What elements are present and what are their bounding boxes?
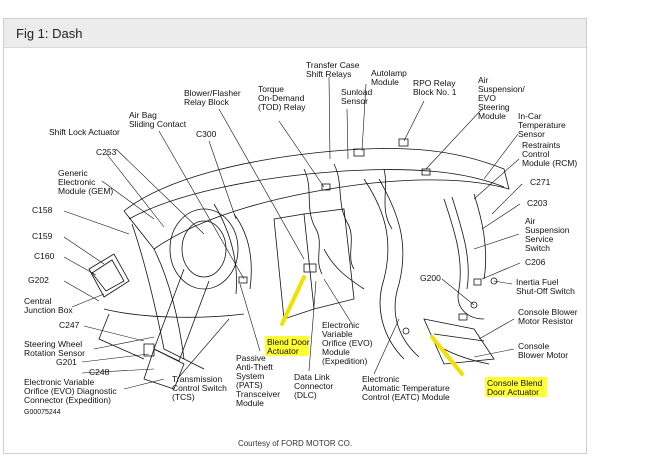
label-c158: C158 (32, 205, 53, 215)
label-c160: C160 (34, 251, 55, 261)
label-eatc: Electronic (362, 374, 400, 384)
label-restraints: Restraints (522, 140, 560, 150)
figure-code: G00075244 (24, 409, 61, 416)
label-torque: (TOD) Relay (258, 102, 306, 112)
label-rpo-relay: Block No. 1 (413, 87, 457, 97)
label-blower-motor: Console (518, 341, 549, 351)
label-central-junction-box: Central (24, 296, 52, 306)
label-blower-flasher: Relay Block (184, 97, 230, 107)
label-torque: Torque (258, 84, 284, 94)
label-blower-flasher: Blower/Flasher (184, 88, 241, 98)
label-evo-module: Variable (322, 329, 353, 339)
label-tcs: (TCS) (172, 392, 195, 402)
label-g201: G201 (56, 357, 77, 367)
label-dlc: (DLC) (294, 390, 317, 400)
label-incar-temp: Sensor (518, 129, 545, 139)
dash-wiring-diagram: Transfer Case Shift Relays Autolamp Modu… (24, 60, 578, 416)
label-central-junction-box: Junction Box (24, 305, 73, 315)
label-transfer-case: Transfer Case (306, 60, 360, 70)
label-air-susp-switch: Switch (525, 243, 550, 253)
label-gem: Module (GEM) (58, 186, 113, 196)
label-eatc: Control (EATC) Module (362, 392, 450, 402)
blend-door-highlight (265, 336, 309, 356)
label-dlc: Data Link (294, 372, 331, 382)
label-air-susp-switch: Suspension (525, 225, 570, 235)
label-c203: C203 (527, 198, 548, 208)
label-transfer-case: Shift Relays (306, 69, 351, 79)
label-incar-temp: Temperature (518, 120, 566, 130)
label-console-blend-actuator: Console Blend (487, 378, 543, 388)
label-restraints: Control (522, 149, 550, 159)
label-airbag: Sliding Contact (129, 119, 187, 129)
console-blend-highlight (485, 377, 547, 397)
label-shift-lock: Shift Lock Actuator (49, 127, 120, 137)
label-inertia-switch: Inertia Fuel (516, 277, 559, 287)
label-inertia-switch: Shut-Off Switch (516, 286, 575, 296)
dashboard-drawing (88, 138, 510, 390)
label-tcs: Control Switch (172, 383, 227, 393)
label-air-susp-evo: Suspension/ (478, 84, 525, 94)
label-air-susp-evo: Steering (478, 102, 510, 112)
leader-lines (63, 76, 523, 390)
label-c159: C159 (32, 231, 53, 241)
label-autolamp: Module (371, 77, 399, 87)
label-pats: Transceiver (236, 389, 280, 399)
label-console-blend-actuator: Door Actuator (487, 387, 539, 397)
label-c271: C271 (530, 177, 551, 187)
label-air-susp-evo: Module (478, 111, 506, 121)
label-pats: Module (236, 398, 264, 408)
figure-header: Fig 1: Dash (4, 19, 586, 48)
label-c206: C206 (525, 257, 546, 267)
label-blower-motor: Blower Motor (518, 350, 568, 360)
label-blend-door-actuator: Blend Door (267, 337, 310, 347)
label-air-susp-evo: Air (478, 75, 489, 85)
label-evo-module: Module (322, 347, 350, 357)
label-evo-diagnostic: Electronic Variable (24, 377, 95, 387)
label-blower-resistor: Motor Resistor (518, 316, 573, 326)
label-evo-module: Orifice (EVO) (322, 338, 373, 348)
label-tcs: Transmission (172, 374, 222, 384)
label-air-susp-switch: Air (525, 216, 536, 226)
label-pats: (PATS) (236, 380, 263, 390)
label-sunload: Sensor (341, 96, 368, 106)
blend-door-arrow (280, 275, 306, 326)
label-airbag: Air Bag (129, 110, 157, 120)
label-air-susp-switch: Service (525, 234, 554, 244)
label-rpo-relay: RPO Relay (413, 78, 456, 88)
label-restraints: Module (RCM) (522, 158, 577, 168)
label-sunload: Sunload (341, 87, 372, 97)
label-c253: C253 (96, 147, 117, 157)
label-evo-module: Electronic (322, 320, 360, 330)
label-evo-module: (Expedition) (322, 356, 368, 366)
label-c300: C300 (196, 129, 217, 139)
label-c247: C247 (59, 320, 80, 330)
label-dlc: Connector (294, 381, 333, 391)
highlight-arrows (280, 275, 464, 376)
label-g200: G200 (420, 273, 441, 283)
label-steering-sensor: Rotation Sensor (24, 348, 85, 358)
label-torque: On-Demand (258, 93, 305, 103)
label-blower-resistor: Console Blower (518, 307, 578, 317)
label-pats: Anti-Theft (236, 362, 273, 372)
label-autolamp: Autolamp (371, 68, 407, 78)
labels: Transfer Case Shift Relays Autolamp Modu… (24, 60, 578, 416)
label-gem: Electronic (58, 177, 96, 187)
figure-credit: Courtesy of FORD MOTOR CO. (237, 439, 353, 448)
figure-title: Fig 1: Dash (16, 26, 83, 41)
label-eatc: Automatic Temperature (362, 383, 450, 393)
label-c248: C248 (89, 367, 110, 377)
label-blend-door-actuator: Actuator (267, 346, 299, 356)
label-pats: Passive (236, 353, 266, 363)
label-g202: G202 (28, 275, 49, 285)
label-pats: System (236, 371, 264, 381)
label-steering-sensor: Steering Wheel (24, 339, 82, 349)
label-evo-diagnostic: Orifice (EVO) Diagnostic (24, 386, 117, 396)
label-gem: Generic (58, 168, 89, 178)
label-incar-temp: In-Car (518, 111, 542, 121)
label-air-susp-evo: EVO (478, 93, 496, 103)
console-blend-arrow (430, 335, 464, 376)
figure-frame: Fig 1: Dash (3, 18, 587, 454)
label-evo-diagnostic: Connector (Expedition) (24, 395, 111, 405)
